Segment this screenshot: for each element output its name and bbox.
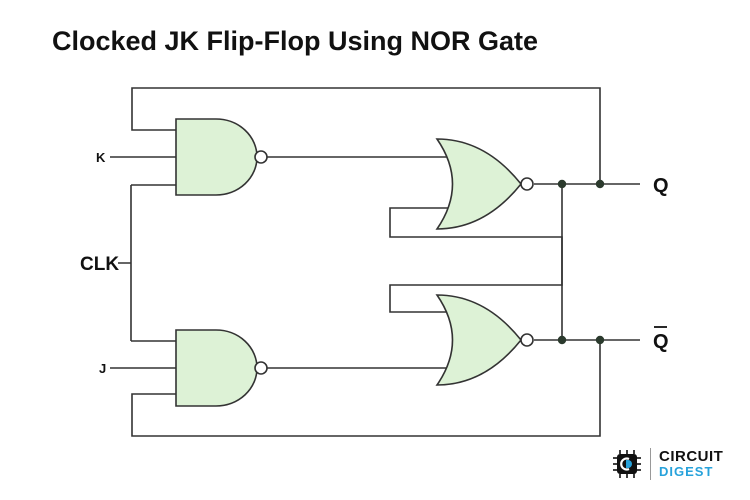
- logo-line2: DIGEST: [659, 464, 714, 479]
- nand-gate-bottom: [175, 329, 268, 407]
- logo-text: CIRCUIT DIGEST: [659, 449, 723, 479]
- label-q: Q: [653, 175, 669, 197]
- wire-q-feedback: [131, 87, 601, 184]
- nor-gate-top-bubble: [520, 177, 534, 191]
- nand-gate-top: [175, 118, 268, 196]
- nor-gate-bottom: [435, 294, 534, 386]
- label-j: J: [99, 361, 106, 376]
- label-q-bar: Q: [653, 331, 669, 353]
- nand-gate-bottom-body: [175, 329, 258, 407]
- chip-logo-icon: [613, 450, 641, 478]
- logo-line1: CIRCUIT: [659, 448, 724, 465]
- nand-gate-top-body: [175, 118, 258, 196]
- nand-gate-top-bubble: [254, 150, 268, 164]
- circuit-digest-logo: CIRCUIT DIGEST: [610, 448, 723, 480]
- wire-cross-qbar: [389, 207, 563, 340]
- diagram-title: Clocked JK Flip-Flop Using NOR Gate: [52, 26, 539, 56]
- nor-gate-bottom-bubble: [520, 333, 534, 347]
- nor-gate-bottom-body: [435, 294, 523, 386]
- nand-gate-bottom-bubble: [254, 361, 268, 375]
- junction-node-q-cross: [557, 179, 567, 189]
- nor-gate-top-body: [435, 138, 523, 230]
- logo-divider: [650, 448, 651, 480]
- junction-node-qbar-cross: [557, 335, 567, 345]
- label-clk: CLK: [80, 254, 119, 275]
- wires: [110, 87, 640, 437]
- label-k: K: [96, 150, 106, 165]
- junction-node-qbar-feedback: [595, 335, 605, 345]
- wire-qbar-feedback: [131, 340, 601, 437]
- junction-nodes: [557, 179, 605, 345]
- junction-node-q-feedback: [595, 179, 605, 189]
- nor-gate-top: [435, 138, 534, 230]
- wire-clk-bus: [118, 184, 176, 342]
